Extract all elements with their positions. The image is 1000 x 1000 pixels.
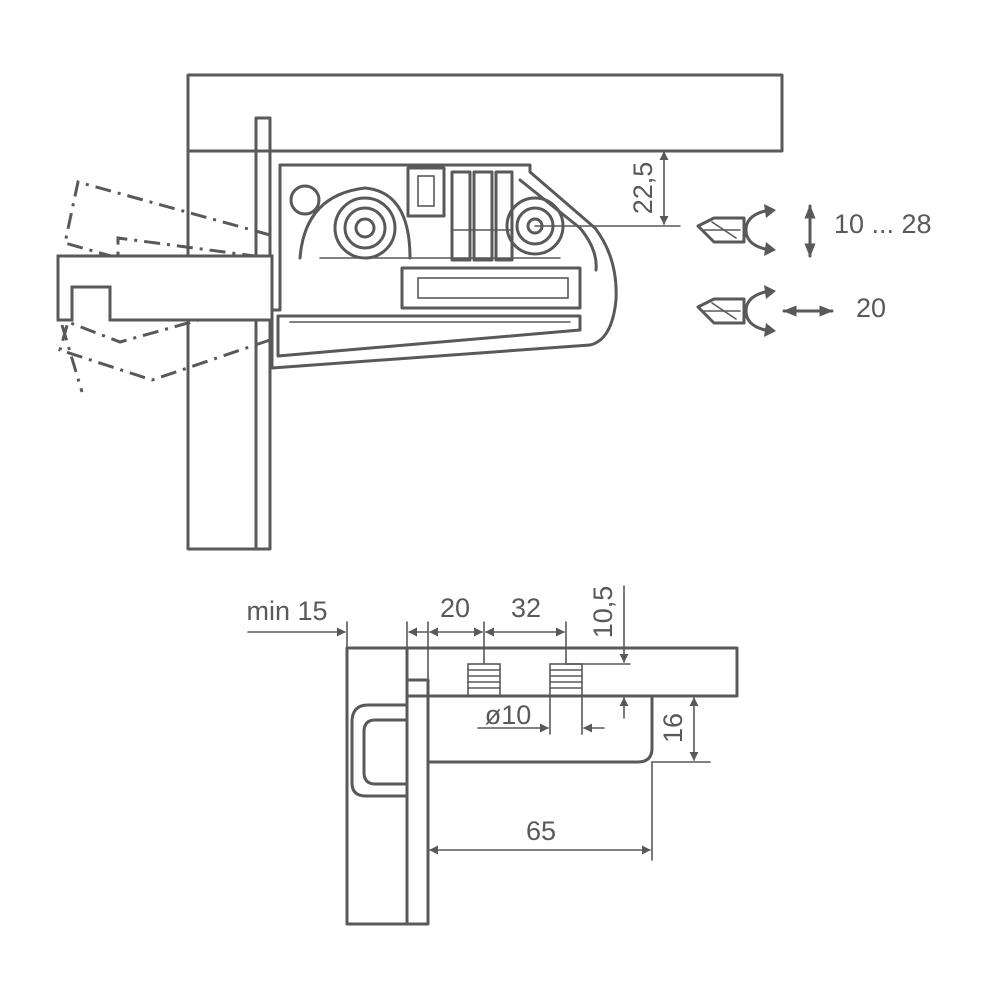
cabinet-side-panel: [186, 149, 258, 551]
rotation-arrow-icon: [744, 204, 776, 256]
dimension-22-5: 22,5: [534, 151, 681, 227]
cam-screw-left: [333, 196, 397, 260]
dimension-65: 65: [429, 761, 653, 861]
dimension-diameter: ø10: [477, 695, 605, 735]
phillips-screwdriver-icon: [696, 216, 746, 244]
dimension-chain-top: min 15 20 32: [246, 593, 567, 681]
housing-ribs: [450, 170, 514, 262]
spacing-20-label: 20: [440, 593, 470, 623]
depth-16-label: 16: [658, 713, 688, 743]
cabinet-top-panel: [186, 73, 784, 153]
screw-depth-label: 20: [856, 293, 886, 323]
top-view: 22,5 10 ... 28 20: [56, 73, 932, 551]
min-15-label: min 15: [246, 596, 327, 626]
dimension-10-5: 10,5: [565, 585, 631, 719]
dowel-right: [549, 663, 583, 697]
dimension-16: 16: [651, 695, 738, 763]
dimension-22-5-label: 22,5: [628, 162, 658, 215]
screw-range-label: 10 ... 28: [834, 209, 932, 239]
bottom-view: min 15 20 32 10,5 ø10 16: [246, 585, 739, 926]
side-panel-section: [345, 646, 409, 926]
rotation-arrow-icon-2: [744, 285, 776, 337]
phillips-screwdriver-icon-2: [696, 297, 746, 325]
diameter-10-label: ø10: [485, 700, 532, 730]
offset-10-5-label: 10,5: [588, 586, 618, 639]
hinge-body-section: [426, 694, 654, 764]
dowel-left: [467, 663, 501, 697]
hook-profile: [350, 703, 409, 798]
spacing-32-label: 32: [511, 593, 541, 623]
flap-ghost-positions: [58, 180, 271, 393]
flap-arm: [56, 254, 274, 322]
hinge-housing: [270, 163, 618, 370]
length-65-label: 65: [526, 816, 556, 846]
small-screw-hole: [289, 184, 321, 216]
mounting-plate-section: [405, 678, 430, 926]
mounting-strip: [254, 116, 272, 551]
